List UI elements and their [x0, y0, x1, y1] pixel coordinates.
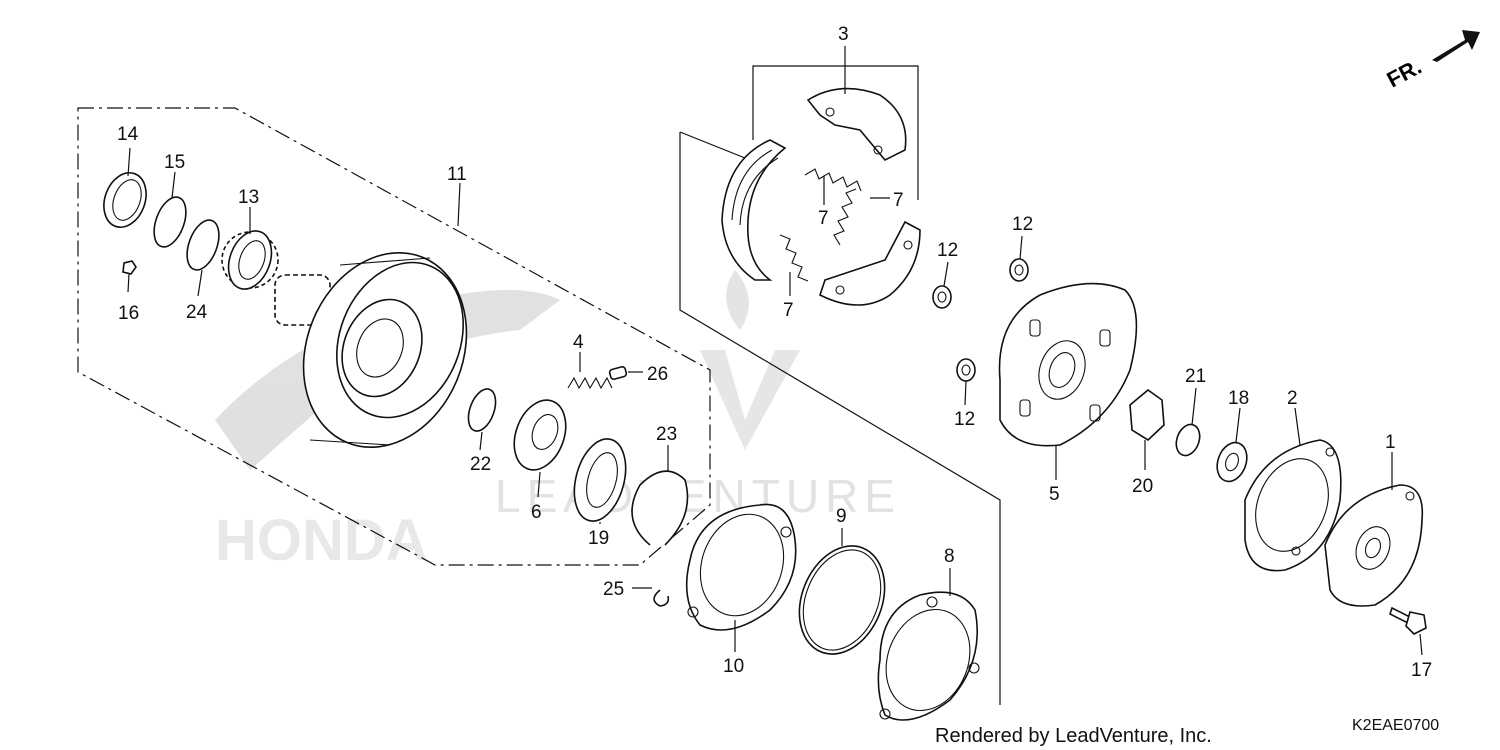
- drive-plate-group-frame: [679, 131, 1001, 705]
- brand-watermark: HONDA: [215, 290, 560, 573]
- part-7-spring-b: [833, 188, 857, 246]
- part-14-collar: [103, 172, 147, 228]
- callout-20: 20: [1132, 476, 1153, 497]
- callout-26: 26: [647, 364, 668, 385]
- callout-7c: 7: [783, 300, 794, 321]
- part-9-seal-ring-inner: [802, 549, 882, 651]
- part-12-collar-c: [956, 358, 976, 382]
- leader-lines: [127, 46, 1423, 656]
- callout-24: 24: [186, 302, 208, 323]
- part-25-clip: [653, 589, 670, 607]
- part-21-washer: [1175, 423, 1201, 457]
- callout-1: 1: [1385, 432, 1396, 453]
- part-19-plate: [573, 438, 627, 522]
- callout-9: 9: [836, 506, 847, 527]
- front-indicator: FR.: [1383, 30, 1480, 92]
- part-3-clutch-weights: [721, 87, 921, 306]
- part-18-nut: [1216, 441, 1248, 483]
- callout-15: 15: [164, 152, 185, 173]
- part-7-spring-c: [779, 234, 809, 282]
- part-16-nut: [122, 260, 137, 275]
- part-17-bolt: [1389, 606, 1427, 635]
- front-arrow-icon: [1432, 30, 1480, 62]
- part-23-snap-ring: [631, 470, 689, 546]
- callout-18: 18: [1228, 388, 1249, 409]
- callout-7b: 7: [893, 190, 904, 211]
- callout-13: 13: [238, 187, 259, 208]
- part-6-one-way-clutch: [513, 399, 567, 471]
- callout-7a: 7: [818, 208, 829, 229]
- callout-22: 22: [470, 454, 491, 475]
- part-1-cover: [1324, 484, 1424, 607]
- part-4-spring: [567, 376, 613, 390]
- part-12-collar-a: [932, 285, 952, 309]
- part-5-drive-plate: [998, 282, 1138, 447]
- part-12-collar-b: [1009, 258, 1029, 282]
- diagram-code: K2EAE0700: [1352, 717, 1439, 734]
- callout-16: 16: [118, 303, 139, 324]
- callout-2: 2: [1287, 388, 1298, 409]
- part-22-o-ring: [467, 388, 497, 432]
- part-9-seal-ring: [798, 545, 886, 655]
- callout-5: 5: [1049, 484, 1060, 505]
- leadventure-watermark: LEADVENTURE: [495, 270, 901, 522]
- part-2-gasket: [1244, 439, 1342, 572]
- part-10-gasket-plate: [685, 503, 797, 631]
- part-15-circlip: [153, 196, 187, 248]
- part-7-spring-a: [804, 168, 862, 192]
- callout-25: 25: [603, 579, 624, 600]
- callout-21: 21: [1185, 366, 1206, 387]
- callout-14: 14: [117, 124, 139, 145]
- callout-12c: 12: [954, 409, 975, 430]
- callout-19: 19: [588, 528, 609, 549]
- honda-watermark-text: HONDA: [215, 508, 428, 573]
- callout-12a: 12: [937, 240, 958, 261]
- front-indicator-label: FR.: [1383, 54, 1426, 93]
- part-11-clutch-outer: [274, 251, 468, 449]
- callout-23: 23: [656, 424, 677, 445]
- callout-8: 8: [944, 546, 955, 567]
- callout-3: 3: [838, 24, 849, 45]
- part-24-ring: [186, 219, 220, 271]
- part-13-gear: [221, 230, 279, 290]
- leadventure-watermark-text: LEADVENTURE: [495, 470, 901, 522]
- part-26-pin: [608, 365, 628, 381]
- callout-6: 6: [531, 502, 542, 523]
- part-20-nut: [1129, 388, 1165, 442]
- callout-4: 4: [573, 332, 584, 353]
- render-credit: Rendered by LeadVenture, Inc.: [935, 725, 1212, 747]
- callout-11: 11: [447, 164, 467, 185]
- clutch-outer-group-frame: [77, 107, 711, 566]
- callout-12b: 12: [1012, 214, 1033, 235]
- callout-17: 17: [1411, 660, 1432, 681]
- weight-group-bracket: [752, 65, 919, 200]
- callouts: 14 15 13 16 24 11 22 6 4 26 19 23 25 10 …: [117, 24, 1432, 681]
- part-8-gasket: [877, 591, 980, 721]
- callout-10: 10: [723, 656, 744, 677]
